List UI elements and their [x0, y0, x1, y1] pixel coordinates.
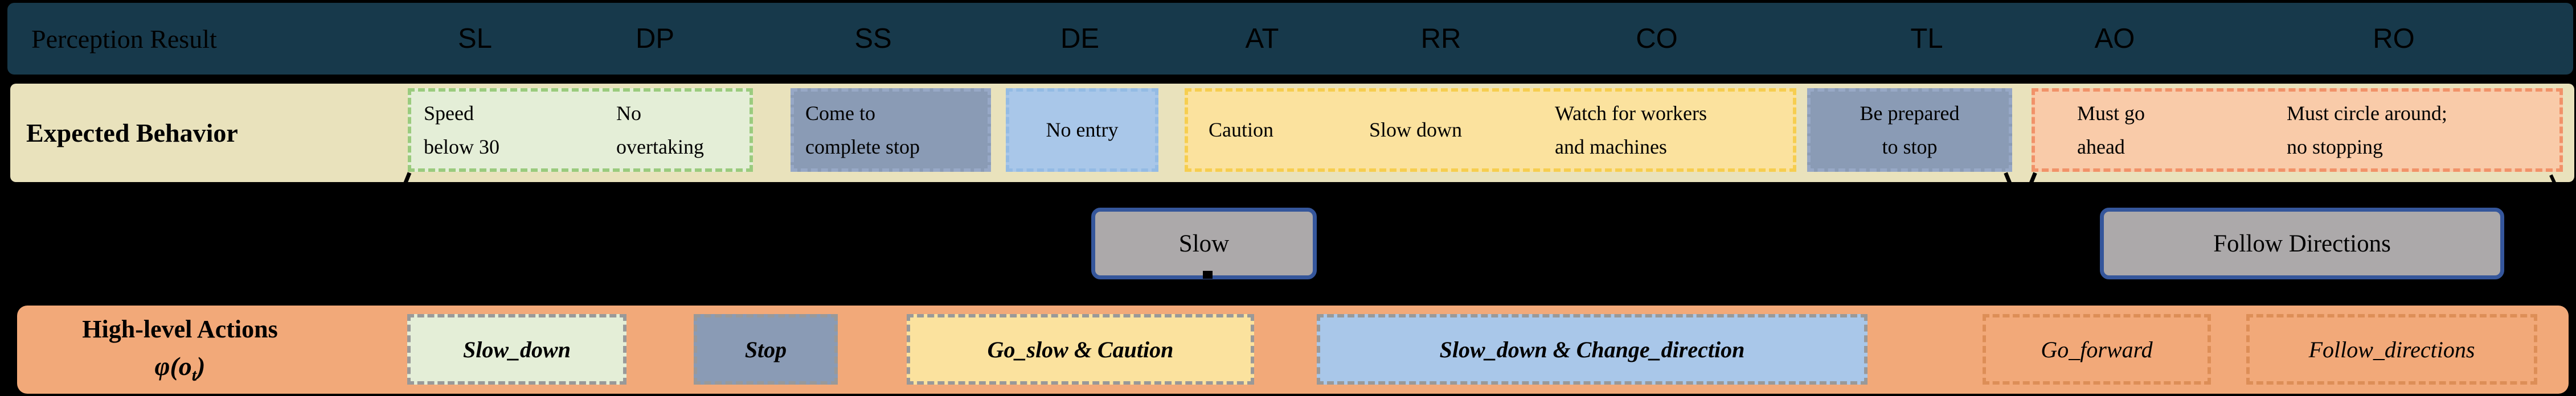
high-level-actions-title: High-level Actions φ(ot) — [21, 311, 339, 387]
behavior-text-circle-around: Must circle around;no stopping — [2287, 102, 2447, 158]
behavior-text-caution: Caution — [1209, 118, 1273, 142]
column-header-co: CO — [1636, 23, 1678, 54]
action-box-slow-down-change-direction: Slow_down & Change_direction — [1317, 314, 1868, 385]
brace-tick-left-lower — [404, 300, 409, 306]
column-header-rr: RR — [1420, 23, 1461, 54]
expected-behavior-title: Expected Behavior — [26, 118, 238, 147]
column-header-dp: DP — [635, 23, 675, 54]
brace-tick-mid-lower — [1977, 300, 1983, 306]
behavior-box-no-entry: No entry — [1006, 88, 1158, 172]
perception-row-title: Perception Result — [31, 24, 217, 53]
behavior-text-slow-down: Slow down — [1369, 118, 1463, 142]
follow-directions-button-label: Follow Directions — [2213, 230, 2391, 257]
column-header-at: AT — [1245, 23, 1279, 54]
column-header-tl: TL — [1910, 23, 1943, 54]
action-box-follow-directions: Follow_directions — [2246, 314, 2537, 385]
column-header-sl: SL — [458, 23, 492, 54]
phi-formula: φ(ot) — [154, 351, 206, 385]
action-box-slow-down: Slow_down — [407, 314, 626, 385]
follow-directions-button: Follow Directions — [2100, 208, 2504, 279]
brace-tip-under-slow-button — [1203, 271, 1213, 279]
action-box-stop: Stop — [694, 314, 838, 385]
column-header-ro: RO — [2373, 23, 2415, 54]
column-header-ao: AO — [2094, 23, 2135, 54]
behavior-text-no-entry: No entry — [1046, 118, 1119, 142]
action-box-go-slow-caution: Go_slow & Caution — [907, 314, 1254, 385]
perception-result-row: Perception Result SL DP SS DE AT RR CO T… — [7, 3, 2573, 75]
column-header-ss: SS — [854, 23, 892, 54]
slow-button: Slow — [1091, 208, 1317, 279]
slow-button-label: Slow — [1178, 230, 1230, 257]
action-box-go-forward: Go_forward — [1983, 314, 2211, 385]
high-level-actions-row: High-level Actions φ(ot) Slow_down Stop … — [17, 306, 2569, 394]
column-header-de: DE — [1060, 23, 1100, 54]
